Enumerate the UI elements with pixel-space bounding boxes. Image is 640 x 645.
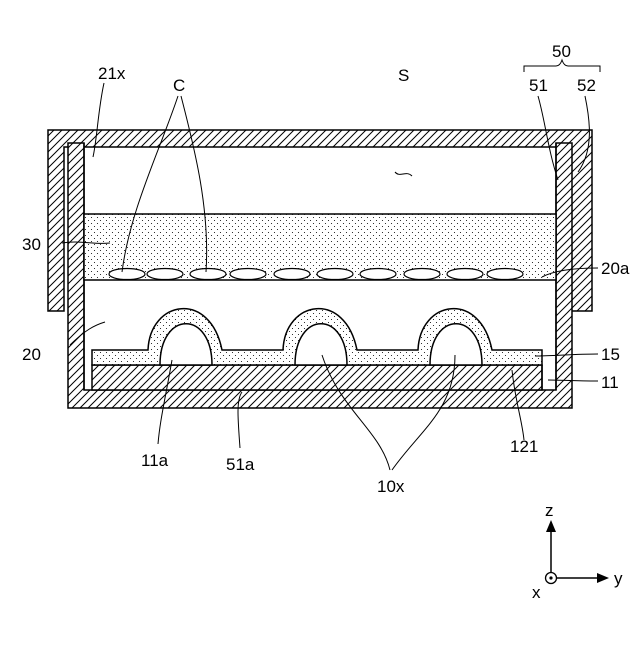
cell-ellipse xyxy=(230,269,266,280)
label-11a: 11a xyxy=(141,451,169,470)
label-51: 51 xyxy=(529,76,548,95)
cell-ellipse xyxy=(109,269,145,280)
axis-label-z: z xyxy=(545,501,554,520)
axis-label-x: x xyxy=(532,583,541,602)
label-11: 11 xyxy=(601,373,619,392)
cell-ellipse xyxy=(274,269,310,280)
label-121: 121 xyxy=(510,437,538,456)
coordinate-axes: z y x xyxy=(532,501,623,602)
label-21x: 21x xyxy=(98,64,126,83)
label-51a: 51a xyxy=(226,455,255,474)
axis-label-y: y xyxy=(614,569,623,588)
label-15: 15 xyxy=(601,345,620,364)
cell-ellipse xyxy=(190,269,226,280)
label-52: 52 xyxy=(577,76,596,95)
leader-s xyxy=(395,172,412,176)
label-10x: 10x xyxy=(377,477,405,496)
y-axis-arrowhead xyxy=(597,573,609,583)
label-20: 20 xyxy=(22,345,41,364)
cell-ellipse xyxy=(317,269,353,280)
cell-ellipse xyxy=(447,269,483,280)
brace-50 xyxy=(524,60,600,72)
label-20a: 20a xyxy=(601,259,630,278)
substrate-11 xyxy=(92,365,542,390)
x-axis-dot xyxy=(549,576,552,579)
label-s: S xyxy=(398,66,409,85)
label-50: 50 xyxy=(552,42,571,61)
z-axis-arrowhead xyxy=(546,520,556,532)
cell-ellipse xyxy=(404,269,440,280)
label-c: C xyxy=(173,76,185,95)
label-30: 30 xyxy=(22,235,41,254)
cell-ellipse xyxy=(147,269,183,280)
cell-ellipse xyxy=(487,269,523,280)
cell-ellipse xyxy=(360,269,396,280)
